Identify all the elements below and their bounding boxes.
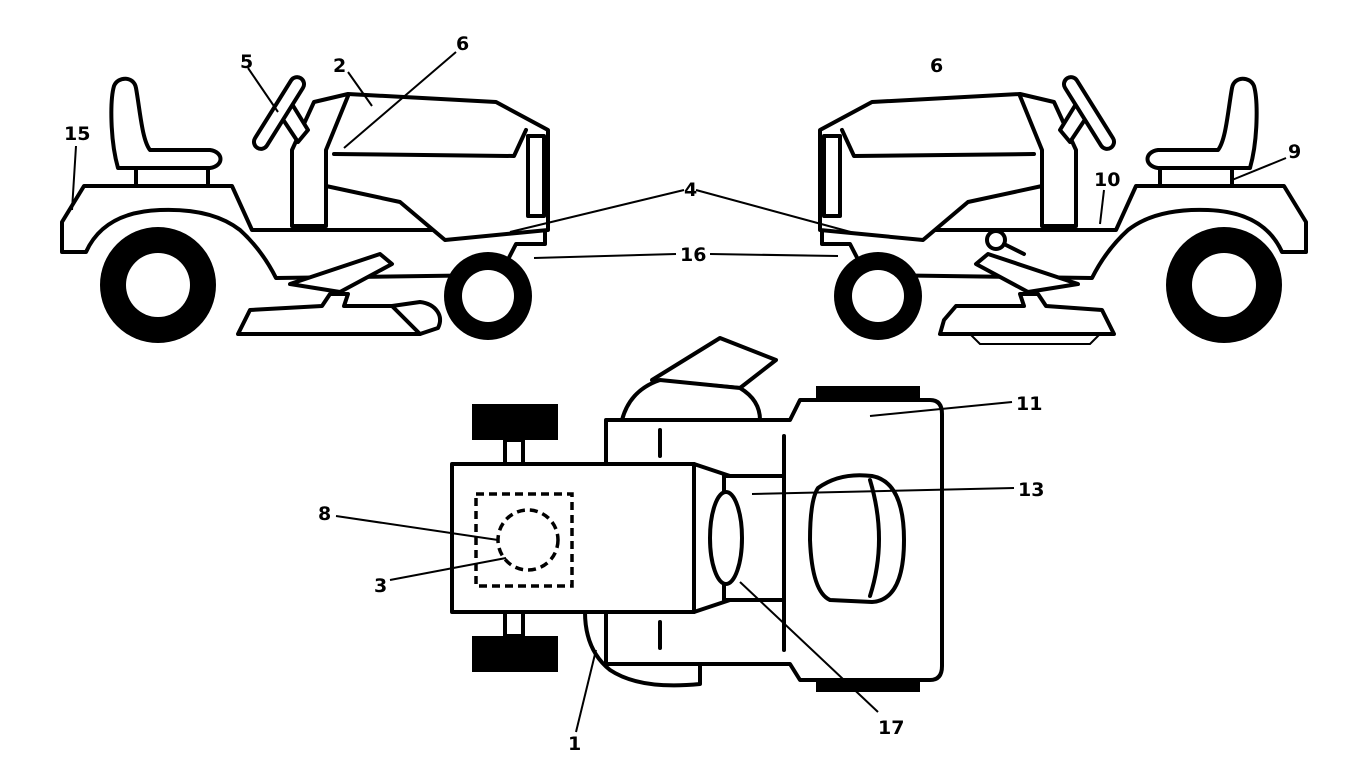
callout-5: 5: [240, 51, 253, 73]
rear-tire-upper: [816, 386, 920, 400]
callout-labels: 5 2 6 15 4 16 6 9 10 11 13 8 3 1 17: [64, 33, 1301, 755]
front-axle-upper: [503, 438, 525, 466]
grille-left: [526, 134, 546, 218]
hood-line-left: [324, 94, 350, 192]
rear-fender-left: [60, 184, 547, 280]
callout-16: 16: [680, 244, 706, 266]
steering-wheel-top: [708, 490, 744, 586]
front-axle-lower: [503, 610, 525, 638]
hood-crease-left: [332, 128, 528, 158]
callout-11: 11: [1016, 393, 1042, 415]
callout-17: 17: [878, 717, 904, 739]
top-view: [450, 336, 944, 692]
callout-10: 10: [1094, 169, 1120, 191]
rear-hub-right: [1192, 253, 1256, 317]
seat-back-right: [1145, 76, 1259, 170]
callout-6-right: 6: [930, 55, 943, 77]
callout-15: 15: [64, 123, 90, 145]
mower-deck-left: [236, 292, 426, 336]
leader-lines: [71, 51, 1287, 733]
right-side-view: [818, 75, 1308, 345]
steering-wheel-right: [1061, 75, 1117, 151]
callout-8: 8: [318, 503, 331, 525]
discharge-chute-left: [390, 300, 442, 336]
engine-outline-dashed: [474, 492, 574, 588]
mower-deck-right: [938, 292, 1116, 336]
seat-back-top: [868, 478, 881, 598]
rear-fender-right: [820, 184, 1308, 280]
hood-left: [290, 92, 550, 242]
rear-tire-lower: [816, 680, 920, 692]
steering-wheel-left: [251, 75, 307, 151]
callout-4: 4: [684, 179, 697, 201]
callout-9: 9: [1288, 141, 1301, 163]
callout-6-left: 6: [456, 33, 469, 55]
seat-top: [808, 473, 906, 604]
rear-hub-left: [126, 253, 190, 317]
front-hub-right: [852, 270, 904, 322]
callout-1: 1: [568, 733, 581, 755]
front-hub-left: [462, 270, 514, 322]
front-tire-lower: [472, 636, 558, 672]
footrest-right: [974, 252, 1080, 294]
deck-skirt-right: [969, 333, 1101, 345]
lift-lever-knob: [985, 229, 1007, 251]
hood-right: [818, 92, 1078, 242]
left-side-view: [60, 75, 550, 343]
deck-outline-top: [620, 378, 762, 422]
callout-3: 3: [374, 575, 387, 597]
hood-crease-right: [840, 128, 1036, 158]
footrest-left: [288, 252, 394, 294]
lift-lever-right: [1002, 242, 1026, 256]
callout-13: 13: [1018, 479, 1044, 501]
hood-line-right: [1018, 94, 1044, 192]
seat-back-left: [109, 76, 223, 170]
front-tire-upper: [472, 404, 558, 440]
grille-right: [822, 134, 842, 218]
callout-2: 2: [333, 55, 346, 77]
